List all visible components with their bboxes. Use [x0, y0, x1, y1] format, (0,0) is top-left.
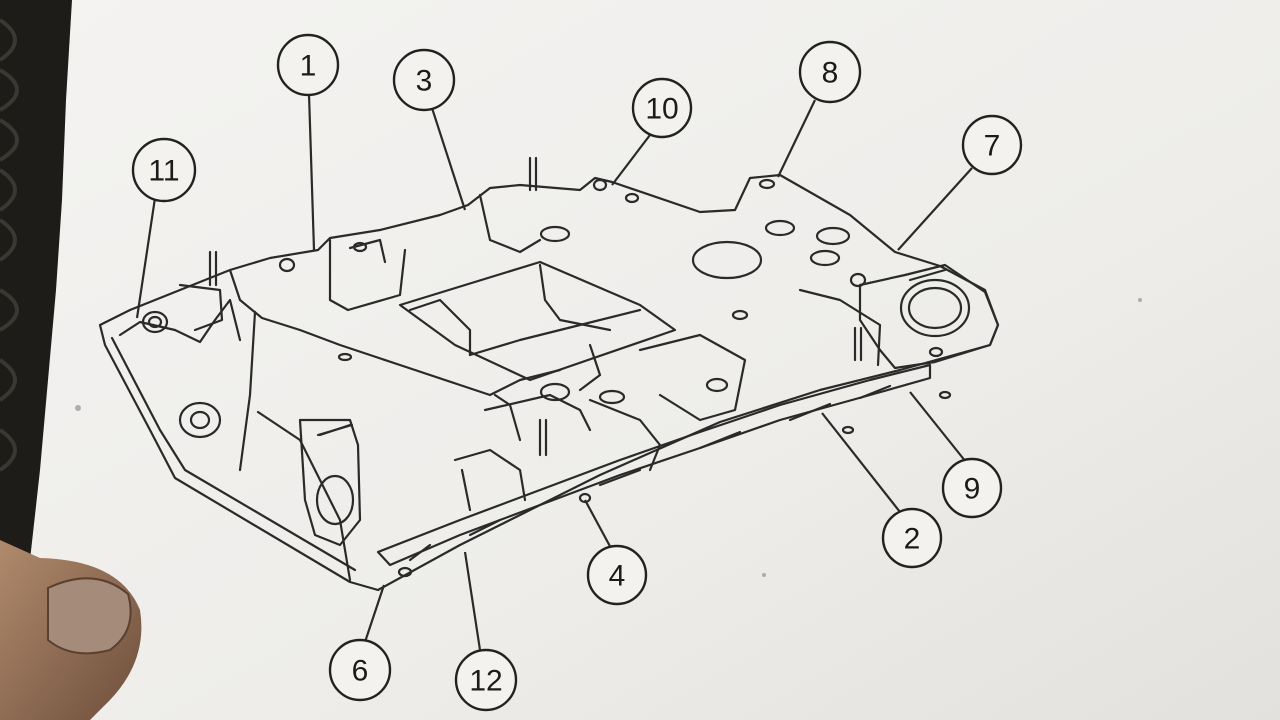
bolt-holes: [141, 178, 971, 578]
leader-3: [430, 107, 467, 211]
callout-1: 1: [276, 33, 340, 97]
paper-sheet: [20, 0, 1280, 720]
callout-1-label: 1: [300, 50, 317, 83]
callout-3-label: 3: [416, 65, 433, 98]
leader-10: [611, 134, 651, 186]
leader-11: [135, 197, 157, 319]
callout-12-label: 12: [469, 665, 502, 698]
callout-7: 7: [961, 114, 1023, 176]
callout-10: 10: [631, 77, 693, 139]
callout-9: 9: [941, 457, 1003, 519]
leader-9: [909, 391, 967, 463]
paper-specks: [75, 298, 1142, 577]
callout-8: 8: [798, 40, 862, 104]
leader-4: [584, 499, 613, 551]
callout-2-label: 2: [904, 523, 921, 556]
carb-opening: [398, 260, 677, 382]
intake-manifold-drawing: [98, 156, 1000, 592]
callout-11-label: 11: [148, 155, 179, 188]
callout-6: 6: [328, 638, 392, 702]
leader-1: [307, 93, 316, 251]
leader-12: [463, 551, 482, 651]
manifold-body-outline: [128, 173, 1000, 327]
coiled-wires: [0, 18, 19, 472]
callout-2: 2: [881, 507, 943, 569]
leader-6: [363, 584, 386, 643]
callout-4: 4: [586, 544, 648, 606]
callout-6-label: 6: [352, 655, 369, 688]
callout-7-label: 7: [984, 130, 1001, 163]
callout-3: 3: [392, 48, 456, 112]
studs: [208, 156, 863, 457]
thumbnail: [47, 577, 132, 655]
port-flange-strip: [376, 363, 932, 567]
callout-11: 11: [131, 137, 197, 203]
callout-10-label: 10: [645, 93, 678, 126]
callout-12: 12: [454, 648, 518, 712]
callout-9-label: 9: [964, 473, 981, 506]
callout-4-label: 4: [609, 560, 626, 593]
leader-lines: [135, 93, 973, 651]
callout-8-label: 8: [822, 57, 839, 90]
callouts: 1 3 10 8 7 11 9 2: [131, 33, 1023, 712]
leader-2: [821, 412, 901, 513]
leader-7: [897, 167, 973, 251]
leader-8: [777, 99, 816, 178]
base-flange-outline: [98, 308, 1000, 592]
